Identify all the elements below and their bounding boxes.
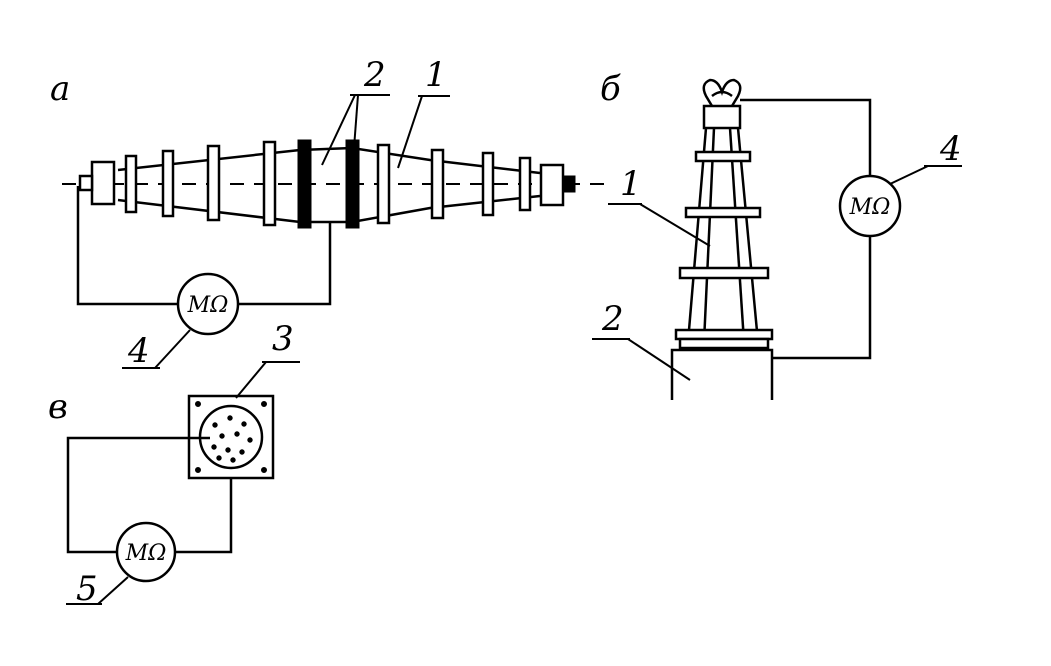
megohmmeter-b: MΩ — [838, 174, 902, 238]
sample-particles — [211, 415, 253, 463]
electrode-band-2 — [345, 139, 360, 229]
callout-a-2: 2 — [321, 55, 390, 166]
callout-v-5: 5 — [66, 569, 129, 609]
megohmmeter-v: MΩ — [115, 521, 177, 583]
svg-text:MΩ: MΩ — [849, 195, 891, 220]
insulator-sheds — [674, 150, 774, 350]
svg-text:1: 1 — [425, 55, 447, 95]
insulator-base — [670, 348, 774, 400]
bushing-sheds — [124, 140, 532, 227]
panel-v-letter: в — [48, 387, 68, 427]
insulator-body — [686, 127, 760, 343]
svg-text:4: 4 — [939, 129, 962, 169]
wire-b-top — [740, 98, 872, 176]
callout-a-4: 4 — [122, 329, 191, 371]
wire-v-right — [176, 478, 233, 554]
callout-b-2: 2 — [592, 299, 691, 381]
callout-b-1: 1 — [608, 164, 711, 247]
insulator-top-fitting — [702, 78, 742, 130]
panel-b-letter: б — [600, 69, 621, 109]
callout-v-3: 3 — [235, 319, 300, 399]
callout-b-4: 4 — [889, 129, 962, 185]
svg-text:2: 2 — [363, 55, 386, 95]
callout-a-1: 1 — [397, 55, 450, 169]
wire-b-bottom — [772, 236, 872, 360]
panel-a-letter: а — [50, 69, 70, 109]
electrode-band-1 — [297, 139, 312, 229]
panel-a: а 2 — [50, 55, 605, 371]
svg-text:2: 2 — [601, 299, 624, 339]
wire-a-right — [238, 222, 332, 306]
bushing-right-cap — [539, 163, 565, 207]
cell-corner-screws — [195, 401, 267, 473]
svg-text:1: 1 — [620, 164, 642, 204]
svg-text:MΩ: MΩ — [187, 293, 229, 318]
svg-text:4: 4 — [127, 331, 150, 371]
panel-b: б 1 2 — [592, 69, 962, 400]
panel-v: в 3 MΩ — [48, 319, 300, 609]
bushing-right-terminal — [562, 175, 576, 193]
megohmmeter-a: MΩ — [176, 272, 240, 336]
svg-text:5: 5 — [76, 569, 98, 609]
svg-text:3: 3 — [272, 319, 294, 359]
bushing-left-cap — [90, 160, 116, 206]
wire-v-left — [66, 436, 210, 554]
svg-text:MΩ: MΩ — [125, 541, 167, 566]
bushing-left-terminal — [78, 174, 94, 192]
wire-a-left — [76, 186, 178, 306]
